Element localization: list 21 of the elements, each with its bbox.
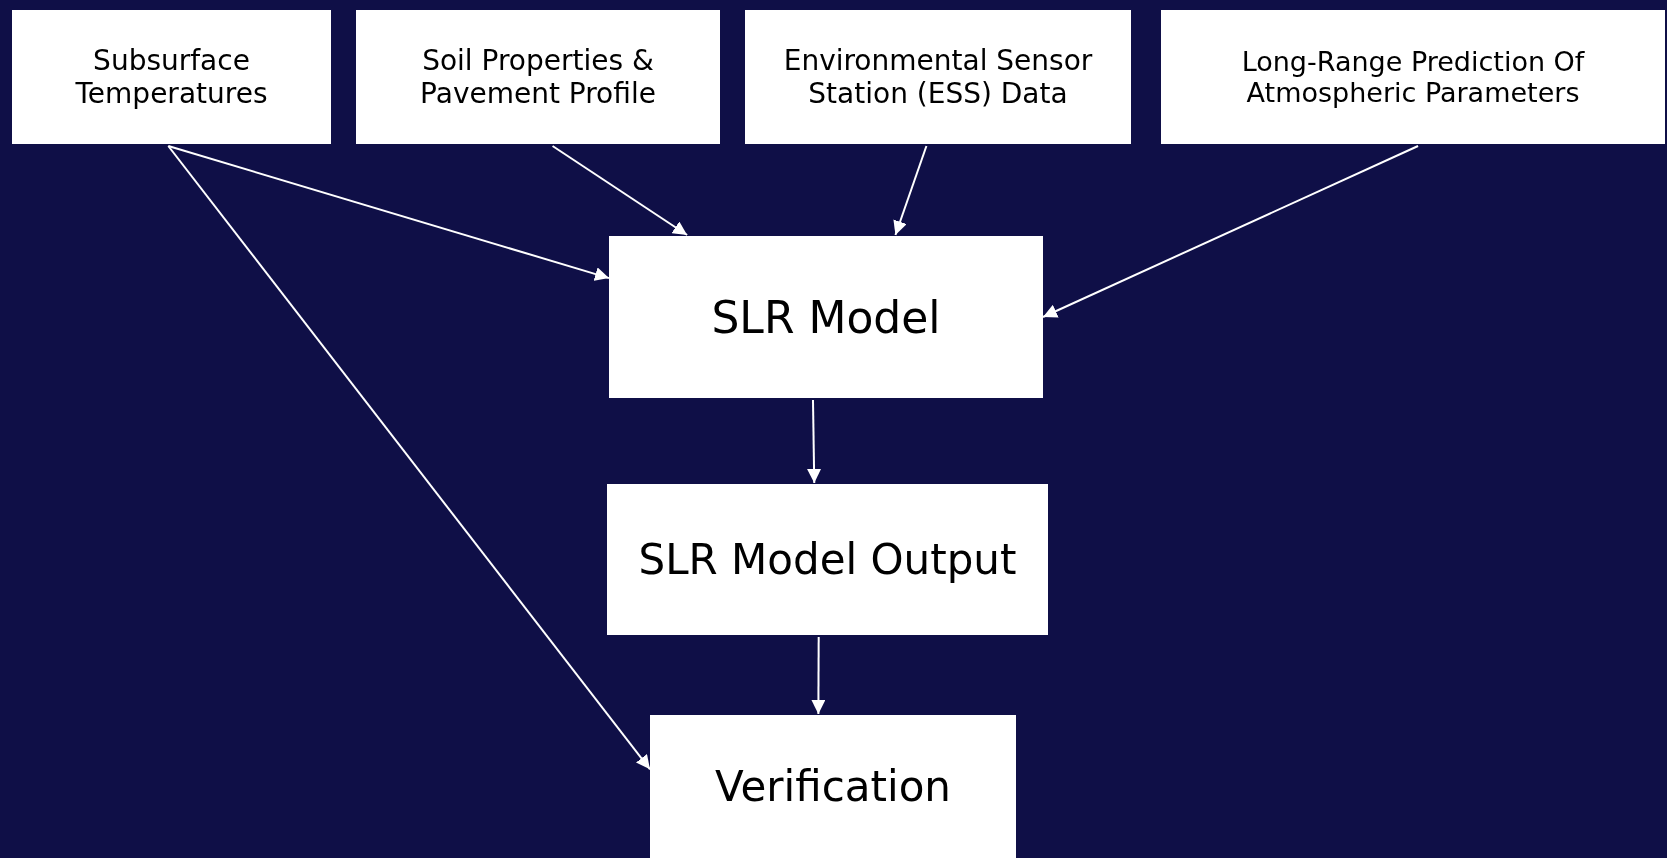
arrow: [807, 399, 822, 484]
arrow: [893, 145, 928, 236]
process-box: [609, 236, 1043, 398]
process-box: [607, 484, 1048, 635]
arrow: [167, 145, 651, 771]
box-label: Long-Range Prediction Of Atmospheric Parameters: [1240, 46, 1586, 108]
process-box: [745, 10, 1131, 144]
box-label: SLR Model Output: [638, 535, 1017, 584]
arrow: [1042, 145, 1420, 318]
box-label: Environmental Sensor Station (ESS) Data: [782, 44, 1094, 110]
process-box: [1161, 10, 1665, 144]
process-box: [356, 10, 720, 144]
arrow: [167, 145, 610, 281]
process-box: [12, 10, 331, 144]
box-label: Subsurface Temperatures: [74, 44, 269, 110]
process-box: [650, 715, 1016, 858]
box-label: SLR Model: [711, 291, 941, 343]
arrow: [551, 145, 689, 236]
arrow: [811, 636, 826, 715]
box-label: Verification: [715, 762, 951, 811]
box-label: Soil Properties & Pavement Profile: [419, 44, 657, 110]
